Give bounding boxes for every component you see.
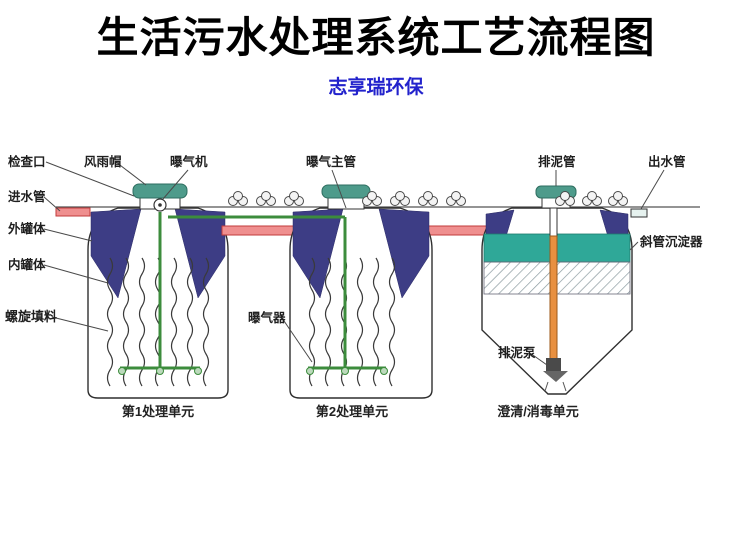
process-flow-diagram: 检查口 风雨帽 曝气机 曝气主管 排泥管 出水管 进水管 外罐体 内罐体 螺旋填… (5, 154, 703, 419)
diffuser-icon (118, 367, 126, 375)
label-rain-cap: 风雨帽 (84, 154, 122, 169)
tank-2-rain-cap (321, 184, 371, 199)
label-inlet-pipe: 进水管 (8, 189, 46, 204)
tank-1-outer-wall-left (90, 208, 142, 299)
label-inspection-port: 检查口 (8, 154, 46, 169)
tank-2 (168, 184, 433, 399)
diffuser-icon (380, 367, 388, 375)
label-sludge-pipe: 排泥管 (538, 154, 576, 169)
sludge-pump-motor (546, 358, 561, 371)
diffuser-icon (194, 367, 202, 375)
diagram-area: 检查口 风雨帽 曝气机 曝气主管 排泥管 出水管 进水管 外罐体 内罐体 螺旋填… (0, 140, 752, 450)
outlet-pipe-stub (630, 208, 648, 218)
aerator-fan-center (158, 203, 162, 207)
label-unit-2: 第2处理单元 (316, 404, 388, 419)
tank-1-aeration-piping (118, 212, 202, 375)
tank-1-outer-wall-right (174, 208, 226, 299)
label-inclined-settler: 斜管沉淀器 (639, 234, 703, 249)
pump-leg (562, 381, 567, 392)
transfer-pipe-2-3 (423, 225, 489, 236)
label-aeration-main: 曝气主管 (306, 154, 356, 169)
plants (228, 191, 628, 206)
diffuser-icon (341, 367, 349, 375)
tank-2-aeration-piping (168, 215, 388, 375)
pump-leg (544, 381, 549, 392)
transfer-pipe-1-2 (221, 225, 297, 236)
leader-lines (43, 161, 665, 366)
label-unit-3: 澄清/消毒单元 (497, 404, 579, 419)
tank-1 (87, 183, 229, 399)
label-aerator: 曝气机 (170, 154, 208, 169)
tank-1-rain-cap (132, 183, 188, 199)
tank-2-outer-wall-left (292, 208, 344, 299)
label-outer-tank: 外罐体 (7, 221, 46, 236)
sludge-pipe-lower (549, 235, 558, 363)
page-title: 生活污水处理系统工艺流程图 (96, 16, 656, 62)
diffuser-icon (306, 367, 314, 375)
inlet-pipe (55, 207, 91, 217)
label-unit-1: 第1处理单元 (122, 404, 194, 419)
label-outlet-pipe: 出水管 (648, 154, 686, 169)
page-subtitle: 志享瑞环保 (328, 77, 424, 99)
tank-2-outer-wall-right (378, 208, 430, 299)
label-sludge-pump: 排泥泵 (498, 345, 536, 360)
tank-3 (481, 185, 648, 395)
label-diffuser: 曝气器 (248, 310, 286, 325)
sludge-pump-cone (543, 371, 568, 382)
diffuser-icon (156, 367, 164, 375)
label-inner-tank: 内罐体 (8, 257, 46, 272)
label-spiral-packing: 螺旋填料 (5, 309, 57, 324)
